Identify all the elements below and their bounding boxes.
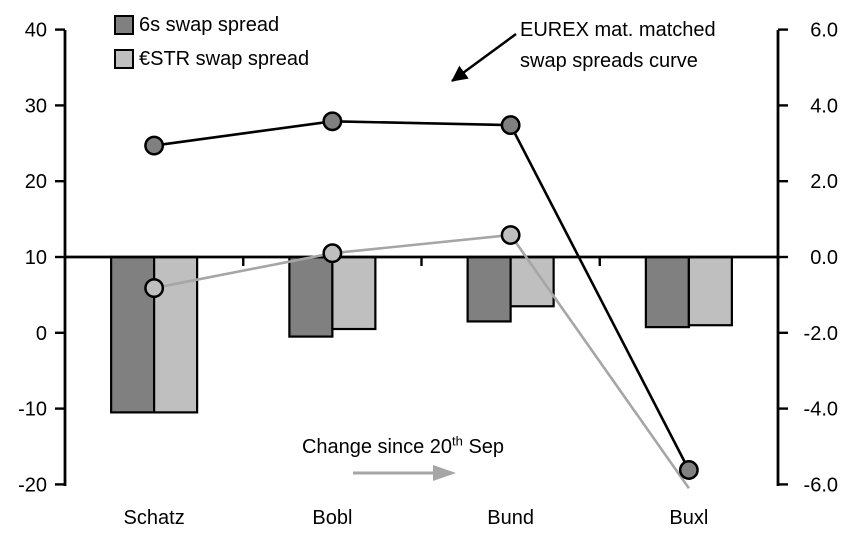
left-axis-tick-label: 10: [25, 247, 47, 269]
line-estr-curve: [153, 233, 690, 489]
legend-label-estr: €STR swap spread: [139, 48, 310, 70]
left-axis-tick-label: 30: [25, 95, 47, 117]
bar-6s-buxl: [644, 255, 690, 329]
curve-annotation-line2: swap spreads curve: [520, 50, 698, 72]
legend-swatch-6s-icon: [114, 15, 134, 35]
legend-label-6s: 6s swap spread: [139, 14, 280, 36]
category-label: Bobl: [312, 507, 352, 529]
change-annotation-sup: th: [452, 433, 463, 449]
bar-6s-schatz: [110, 255, 156, 414]
category-label: Buxl: [669, 507, 708, 529]
marker-point: [678, 460, 699, 480]
change-annotation-post: Sep: [462, 436, 505, 458]
right-axis-tick-label: 6.0: [810, 20, 838, 42]
right-axis-tick-label: -2.0: [804, 323, 838, 345]
legend-item-estr: €STR swap spread: [114, 42, 309, 76]
marker-point: [144, 278, 165, 299]
left-axis-tick-label: 40: [25, 20, 47, 42]
right-axis-tick-label: -4.0: [804, 399, 838, 421]
left-axis-tick-label: -20: [18, 474, 47, 496]
legend: 6s swap spread €STR swap spread: [114, 8, 309, 76]
change-annotation: Change since 20th Sep: [278, 433, 528, 459]
marker-point: [322, 111, 343, 132]
right-axis-tick-label: 4.0: [810, 95, 838, 117]
legend-item-6s: 6s swap spread: [114, 8, 309, 42]
category-label: Bund: [487, 507, 534, 529]
right-axis-tick-label: 0.0: [810, 247, 838, 269]
marker-point: [322, 243, 343, 264]
curve-annotation-arrow-icon: [451, 32, 517, 83]
line-6s-curve: [153, 120, 691, 471]
marker-point: [500, 225, 521, 245]
curve-annotation-line1: EUREX mat. matched: [520, 19, 716, 41]
left-axis-tick-label: 20: [25, 171, 47, 193]
left-axis-tick-label: -10: [18, 399, 47, 421]
change-annotation-pre: Change since 20: [301, 436, 453, 458]
right-axis-tick-label: -6.0: [804, 474, 838, 496]
curve-annotation: EUREX mat. matched swap spreads curve: [520, 15, 716, 77]
left-axis-tick-label: 0: [36, 323, 47, 345]
change-arrow-head-icon: [433, 465, 456, 481]
bar-6s-bobl: [288, 255, 334, 338]
bar-6s-bund: [466, 255, 512, 323]
category-label: Schatz: [124, 507, 185, 529]
right-axis-tick-label: 2.0: [810, 171, 838, 193]
marker-point: [144, 135, 165, 156]
legend-swatch-estr-icon: [114, 49, 134, 69]
marker-point: [500, 115, 521, 136]
bar-estr-buxl: [687, 255, 733, 327]
bar-estr-bobl: [331, 255, 377, 331]
